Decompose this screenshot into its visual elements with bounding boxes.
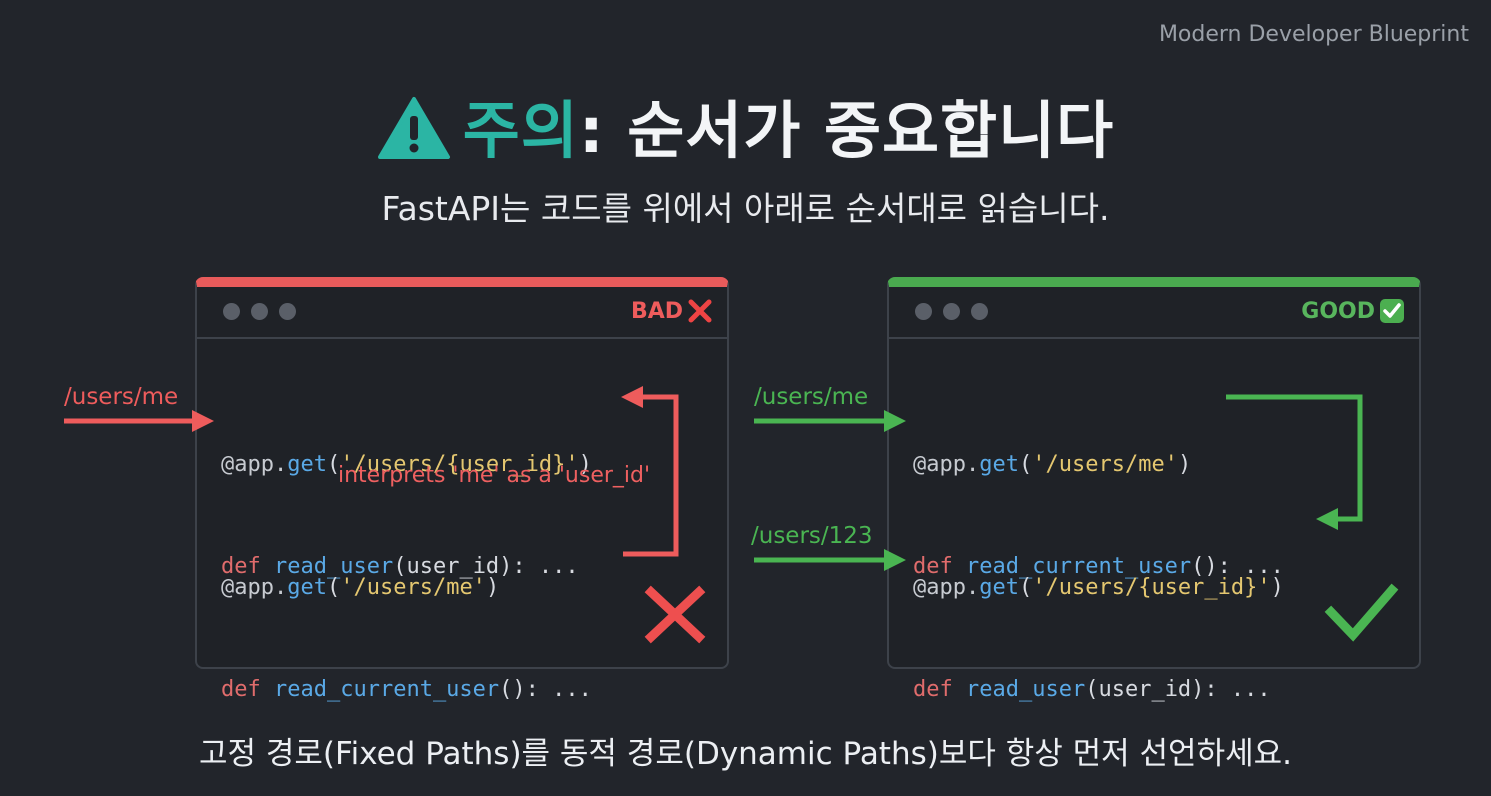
code-method: get bbox=[979, 452, 1019, 477]
code-path: '/users/{user_id}' bbox=[1032, 575, 1271, 600]
window-titlebar: GOOD bbox=[889, 287, 1419, 339]
code-paren: ) bbox=[1177, 452, 1192, 477]
bad-note: interprets 'me' as a 'user_id' bbox=[338, 463, 651, 488]
window-dot bbox=[223, 303, 240, 320]
big-cross-icon bbox=[644, 585, 706, 644]
window-dot bbox=[943, 303, 960, 320]
good-label: GOOD bbox=[1301, 299, 1375, 324]
code-function: read_current_user bbox=[274, 677, 500, 702]
bad-incoming-arrow bbox=[64, 410, 214, 432]
window-titlebar: BAD bbox=[197, 287, 727, 339]
code-paren: ( bbox=[1018, 575, 1033, 600]
code-line: def read_user(user_id): ... bbox=[221, 550, 592, 584]
code-function: read_user bbox=[274, 554, 394, 579]
window-dot bbox=[915, 303, 932, 320]
check-box-icon bbox=[1380, 299, 1404, 323]
code-paren: ) bbox=[1270, 575, 1284, 600]
bad-code-block-2: @app.get('/users/me') def read_current_u… bbox=[221, 503, 592, 741]
code-method: get bbox=[979, 575, 1019, 600]
code-line: @app.get('/users/me') bbox=[221, 571, 592, 605]
code-decorator: @app. bbox=[221, 575, 288, 600]
code-line: def read_current_user(): ... bbox=[913, 550, 1284, 584]
bad-code-window: BAD bbox=[195, 277, 729, 669]
good-incoming-arrow-id bbox=[754, 549, 906, 571]
footer-tip: 고정 경로(Fixed Paths)를 동적 경로(Dynamic Paths)… bbox=[198, 736, 1292, 772]
code-line: def read_user(user_id): ... bbox=[913, 673, 1284, 707]
code-line: @app.get('/users/me') bbox=[913, 448, 1284, 482]
code-args: (user_id): ... bbox=[1085, 677, 1271, 702]
code-line: def read_current_user(): ... bbox=[221, 673, 592, 707]
title-accent: 주의 bbox=[462, 94, 579, 167]
code-decorator: @app. bbox=[913, 452, 980, 477]
code-paren: ) bbox=[485, 575, 500, 600]
code-function: read_user bbox=[966, 677, 1086, 702]
code-decorator: @app. bbox=[221, 452, 288, 477]
bad-redirect-arrow bbox=[621, 386, 679, 557]
code-method: get bbox=[287, 575, 327, 600]
good-fallthrough-arrow bbox=[1226, 394, 1363, 530]
code-path: '/users/me' bbox=[1032, 452, 1178, 477]
code-paren: ( bbox=[326, 452, 341, 477]
code-args: (): ... bbox=[1191, 554, 1284, 579]
code-path: '/users/me' bbox=[340, 575, 486, 600]
window-dot bbox=[971, 303, 988, 320]
code-decorator: @app. bbox=[913, 575, 980, 600]
code-function: read_current_user bbox=[966, 554, 1192, 579]
bad-code-block-1: @app.get('/users/{user_id}') def read_us… bbox=[221, 380, 592, 618]
code-path: '/users/{user_id}' bbox=[340, 452, 579, 477]
cross-icon bbox=[688, 299, 712, 323]
good-code-block-1: @app.get('/users/me') def read_current_u… bbox=[913, 380, 1284, 618]
window-dot bbox=[279, 303, 296, 320]
code-line: @app.get('/users/{user_id}') bbox=[221, 448, 592, 482]
title-rest: : 순서가 중요합니다 bbox=[578, 94, 1115, 167]
code-keyword: def bbox=[221, 677, 261, 702]
code-keyword: def bbox=[221, 554, 261, 579]
window-dot bbox=[251, 303, 268, 320]
code-paren: ( bbox=[1018, 452, 1033, 477]
good-request-route-me: /users/me bbox=[754, 384, 869, 410]
code-method: get bbox=[287, 452, 327, 477]
code-paren: ( bbox=[326, 575, 341, 600]
subtitle: FastAPI는 코드를 위에서 아래로 순서대로 읽습니다. bbox=[381, 189, 1110, 228]
good-code-window: GOOD bbox=[887, 277, 1421, 669]
good-request-route-id: /users/123 bbox=[751, 523, 873, 549]
code-args: (user_id): ... bbox=[393, 554, 579, 579]
bad-label: BAD bbox=[630, 299, 683, 324]
page-title: 주의: 순서가 중요합니다 bbox=[0, 80, 1491, 170]
bad-request-route: /users/me bbox=[64, 384, 179, 410]
code-paren: ) bbox=[578, 452, 592, 477]
big-check-icon bbox=[1324, 583, 1399, 642]
good-code-block-2: @app.get('/users/{user_id}') def read_us… bbox=[913, 503, 1284, 741]
code-keyword: def bbox=[913, 554, 953, 579]
good-incoming-arrow-me bbox=[754, 410, 906, 432]
code-args: (): ... bbox=[499, 677, 592, 702]
warning-triangle-icon bbox=[377, 97, 450, 159]
code-line: @app.get('/users/{user_id}') bbox=[913, 571, 1284, 605]
brand-label: Modern Developer Blueprint bbox=[1158, 22, 1469, 47]
code-keyword: def bbox=[913, 677, 953, 702]
